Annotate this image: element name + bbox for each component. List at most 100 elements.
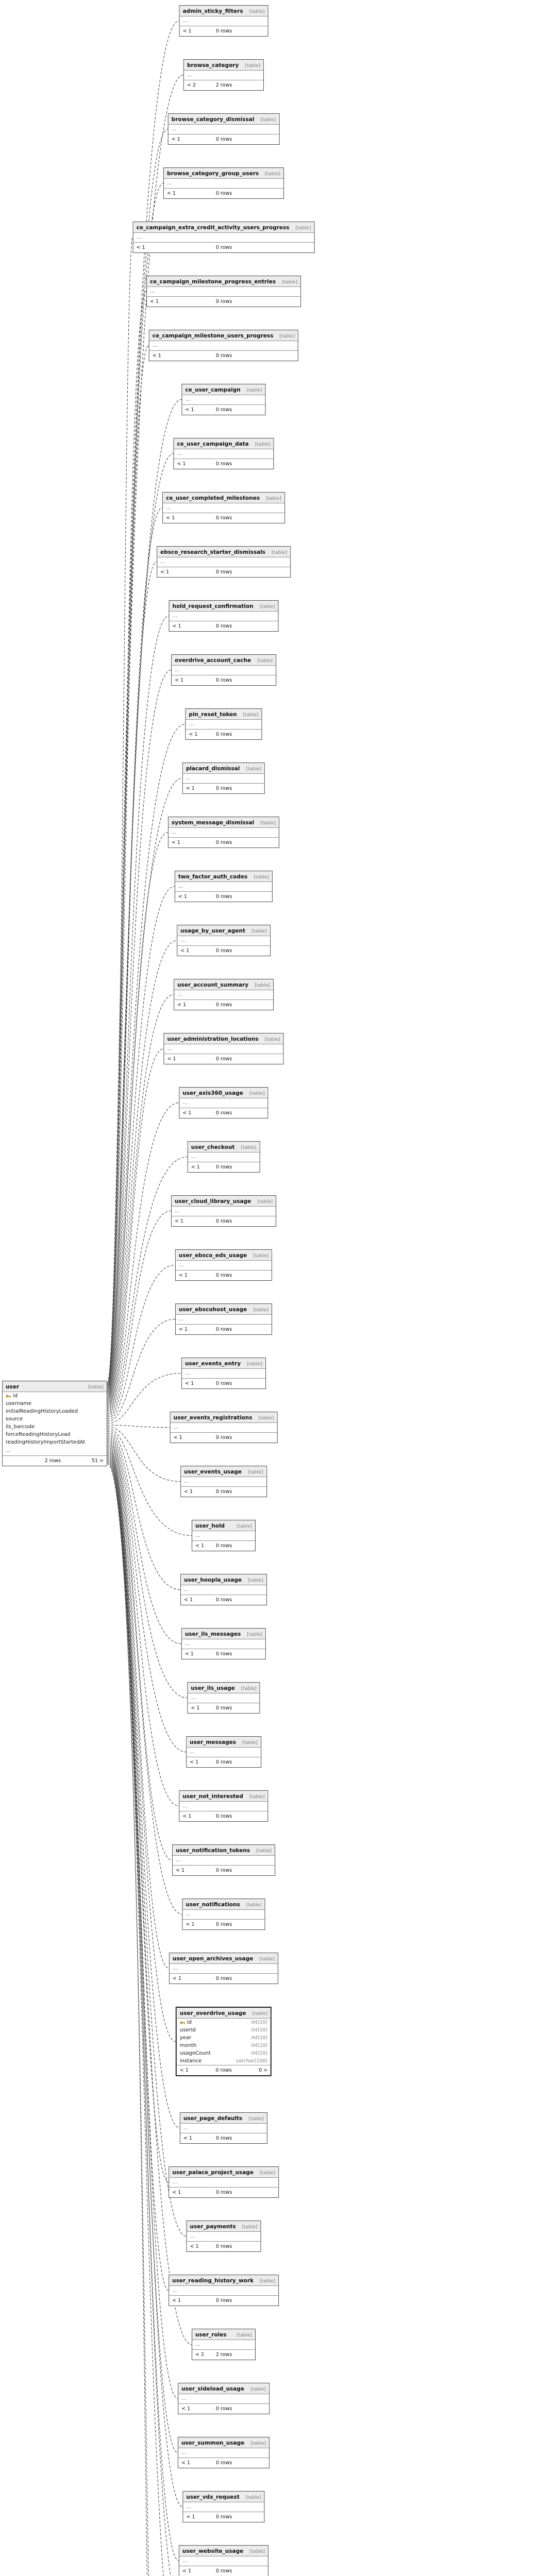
table-box-user_website_usage[interactable]: user_website_usage [table] ... < 1 0 row…: [178, 2545, 269, 2576]
elided-columns-indicator: ...: [183, 2125, 189, 2131]
table-box-admin_sticky_filters[interactable]: admin_sticky_filters [table] ... < 1 0 r…: [179, 5, 268, 37]
table-columns: ...: [179, 1098, 267, 1108]
footer-parent-count: < 1: [186, 1922, 195, 1927]
table-box-user_events_entry[interactable]: user_events_entry [table] ... < 1 0 rows: [181, 1358, 266, 1389]
table-box-user_palace_project_usage[interactable]: user_palace_project_usage [table] ... < …: [169, 2166, 279, 2198]
footer-row-count: 0 rows: [215, 894, 232, 900]
relationship-edge: [107, 399, 182, 1395]
footer-row-count: 0 rows: [215, 1273, 232, 1278]
footer-parent-count: < 1: [167, 191, 176, 196]
table-header: user_open_archives_usage [table]: [169, 1953, 278, 1964]
table-box-user_roles[interactable]: user_roles [table] ... < 2 2 rows: [192, 2329, 256, 2360]
table-type-badge: [table]: [264, 1037, 280, 1042]
table-box-user_page_defaults[interactable]: user_page_defaults [table] ... < 1 0 row…: [179, 2112, 268, 2144]
table-box-ce_user_campaign_data[interactable]: ce_user_campaign_data [table] ... < 1 0 …: [173, 438, 274, 469]
elided-columns-indicator: ...: [177, 451, 182, 456]
table-box-system_message_dismissal[interactable]: system_message_dismissal [table] ... < 1…: [167, 817, 280, 848]
table-footer: < 1 0 rows: [182, 1378, 265, 1388]
table-header: user_events_entry [table]: [182, 1358, 265, 1369]
column-type: int(10): [251, 2027, 268, 2033]
table-box-usage_by_user_agent[interactable]: usage_by_user_agent [table] ... < 1 0 ro…: [177, 925, 271, 956]
table-box-user_hold[interactable]: user_hold [table] ... < 1 0 rows: [192, 1520, 256, 1551]
table-name: user_overdrive_usage: [179, 2010, 246, 2016]
table-box-ebsco_research_starter_dismissals[interactable]: ebsco_research_starter_dismissals [table…: [157, 546, 291, 578]
table-box-hold_request_confirmation[interactable]: hold_request_confirmation [table] ... < …: [169, 600, 279, 632]
table-columns: ...: [149, 341, 298, 350]
table-box-browse_category[interactable]: browse_category [table] ... < 2 2 rows: [183, 59, 264, 91]
table-box-user_payments[interactable]: user_payments [table] ... < 1 0 rows: [186, 2221, 261, 2252]
table-type-badge: [table]: [241, 1145, 257, 1150]
table-header: user [table]: [3, 1381, 107, 1392]
table-box-ce_campaign_extra_credit_activity_users_progress[interactable]: ce_campaign_extra_credit_activity_users_…: [132, 222, 315, 253]
table-footer: < 1 0 rows: [175, 1324, 272, 1334]
relationship-edge: [107, 345, 149, 1394]
relationship-edge: [107, 1446, 169, 2182]
table-box-overdrive_account_cache[interactable]: overdrive_account_cache [table] ... < 1 …: [171, 654, 276, 686]
footer-parent-count: < 1: [185, 407, 194, 413]
footer-parent-count: < 1: [178, 1273, 188, 1278]
footer-parent-count: < 1: [173, 1435, 182, 1440]
relationship-edge: [107, 1157, 188, 1417]
table-box-placard_dismissal[interactable]: placard_dismissal [table] ... < 1 0 rows: [182, 762, 265, 794]
table-header: user_ils_messages [table]: [181, 1629, 266, 1639]
footer-parent-count: < 1: [191, 1705, 200, 1711]
table-box-user_ebsco_eds_usage[interactable]: user_ebsco_eds_usage [table] ... < 1 0 r…: [175, 1249, 273, 1281]
table-box-browse_category_group_users[interactable]: browse_category_group_users [table] ... …: [163, 167, 284, 199]
table-box-user_events_registrations[interactable]: user_events_registrations [table] ... < …: [170, 1412, 278, 1443]
relationship-edge: [107, 1442, 176, 2042]
table-box-user_account_summary[interactable]: user_account_summary [table] ... < 1 0 r…: [174, 979, 274, 1010]
table-box-browse_category_dismissal[interactable]: browse_category_dismissal [table] ... < …: [167, 113, 280, 145]
table-header: user_hold [table]: [192, 1520, 255, 1531]
footer-row-count: 0 rows: [215, 1110, 232, 1116]
table-box-user_vdx_request[interactable]: user_vdx_request [table] ... < 1 0 rows: [182, 2491, 265, 2522]
table-type-badge: [table]: [249, 1091, 265, 1096]
table-box-ce_campaign_milestone_progress_entries[interactable]: ce_campaign_milestone_progress_entries […: [146, 276, 301, 307]
table-box-pin_reset_token[interactable]: pin_reset_token [table] ... < 1 0 rows: [185, 708, 262, 740]
table-box-user_cloud_library_usage[interactable]: user_cloud_library_usage [table] ... < 1…: [171, 1195, 277, 1227]
footer-row-count: 0 rows: [215, 137, 232, 142]
table-box-user_sideload_usage[interactable]: user_sideload_usage [table] ... < 1 0 ro…: [178, 2383, 270, 2414]
table-box-user_reading_history_work[interactable]: user_reading_history_work [table] ... < …: [169, 2275, 279, 2306]
table-box-user_axis360_usage[interactable]: user_axis360_usage [table] ... < 1 0 row…: [179, 1087, 268, 1118]
table-box-user_administration_locations[interactable]: user_administration_locations [table] ..…: [163, 1033, 284, 1064]
table-box-user_checkout[interactable]: user_checkout [table] ... < 1 0 rows: [187, 1141, 260, 1173]
table-box-ce_user_campaign[interactable]: ce_user_campaign [table] ... < 1 0 rows: [181, 384, 266, 415]
table-type-badge: [table]: [251, 929, 267, 934]
elided-columns-indicator: ...: [176, 1857, 181, 1863]
table-box-user_ils_usage[interactable]: user_ils_usage [table] ... < 1 0 rows: [187, 1682, 260, 1714]
table-type-badge: [table]: [248, 2116, 264, 2122]
table-box-ce_campaign_milestone_users_progress[interactable]: ce_campaign_milestone_users_progress [ta…: [148, 330, 299, 361]
table-box-user_ils_messages[interactable]: user_ils_messages [table] ... < 1 0 rows: [181, 1628, 266, 1659]
table-box-user_summon_usage[interactable]: user_summon_usage [table] ... < 1 0 rows: [177, 2437, 270, 2468]
table-header: hold_request_confirmation [table]: [169, 601, 278, 612]
table-box-user_not_interested[interactable]: user_not_interested [table] ... < 1 0 ro…: [179, 1790, 268, 1822]
table-box-user_ebscohost_usage[interactable]: user_ebscohost_usage [table] ... < 1 0 r…: [175, 1303, 273, 1335]
table-box-two_factor_auth_codes[interactable]: two_factor_auth_codes [table] ... < 1 0 …: [174, 871, 273, 902]
table-name: browse_category_group_users: [167, 171, 259, 177]
elided-columns-indicator: ...: [191, 1154, 196, 1160]
table-columns: ...: [179, 1802, 267, 1811]
footer-parent-count: < 1: [195, 1543, 205, 1549]
table-box-user_hoopla_usage[interactable]: user_hoopla_usage [table] ... < 1 0 rows: [180, 1574, 267, 1605]
footer-parent-count: < 1: [185, 1381, 194, 1386]
table-footer: < 1 0 rows: [169, 1973, 278, 1984]
elided-columns-indicator: ...: [186, 775, 191, 781]
column-row: source: [3, 1415, 107, 1423]
table-box-user_notification_tokens[interactable]: user_notification_tokens [table] ... < 1…: [172, 1844, 275, 1876]
table-box-user_events_usage[interactable]: user_events_usage [table] ... < 1 0 rows: [180, 1466, 267, 1497]
footer-parent-count: < 1: [172, 2298, 181, 2303]
table-box-user_messages[interactable]: user_messages [table] ... < 1 0 rows: [186, 1736, 261, 1768]
table-type-badge: [table]: [295, 226, 311, 231]
column-type: int(10): [251, 2020, 268, 2025]
table-footer: < 1 0 rows: [168, 837, 279, 848]
table-columns: ...: [169, 125, 279, 134]
table-box-user_open_archives_usage[interactable]: user_open_archives_usage [table] ... < 1…: [169, 1953, 279, 1984]
table-box-user_notifications[interactable]: user_notifications [table] ... < 1 0 row…: [182, 1899, 265, 1930]
table-footer: < 1 0 rows: [180, 2133, 267, 2143]
table-box-ce_user_completed_milestones[interactable]: ce_user_completed_milestones [table] ...…: [162, 492, 285, 523]
table-columns: ...: [184, 71, 263, 80]
